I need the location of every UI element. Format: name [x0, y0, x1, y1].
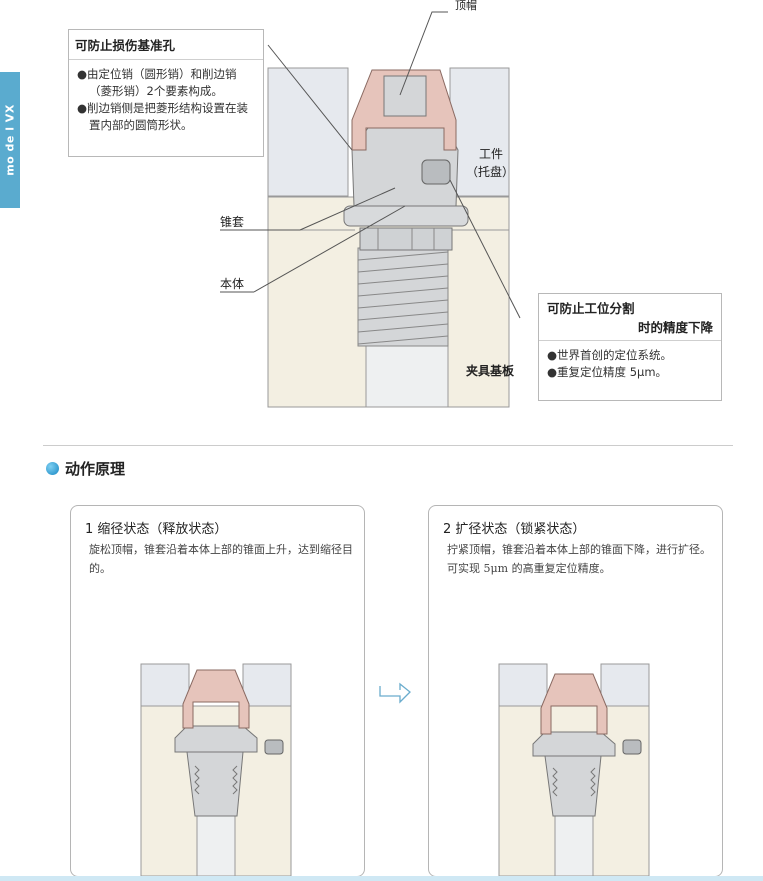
locked-state-diagram [498, 663, 650, 876]
side-pin [421, 159, 451, 185]
sidebar-tab: mo de l VX [0, 72, 20, 208]
callout-title-line1: 可防止工位分割 [547, 301, 635, 316]
label-body: 本体 [220, 277, 244, 291]
label-cap: 顶帽 [455, 0, 477, 12]
callout-title-line2: 时的精度下降 [637, 320, 713, 335]
section-divider [43, 445, 733, 446]
callout-prevent-accuracy-loss-body: ●世界首创的定位系统。 ●重复定位精度 5μm。 [539, 341, 721, 387]
section-heading-text: 动作原理 [65, 460, 126, 478]
panel-title: 1 缩径状态（释放状态） [85, 522, 228, 537]
callout-accuracy-bullet: ●重复定位精度 5μm。 [547, 365, 668, 379]
callout-prevent-accuracy-loss-title: 可防止工位分割 时的精度下降 [539, 294, 721, 341]
section-heading: 动作原理 [46, 458, 125, 479]
label-fixture-plate: 夹具基板 [466, 363, 515, 378]
label-workpiece-line2: （托盘） [466, 164, 514, 179]
panel-description: 旋松顶帽，锥套沿着本体上部的锥面上升，达到缩径目的。 [89, 543, 353, 575]
panel-description: 拧紧顶帽，锥套沿着本体上部的锥面下降，进行扩径。可实现 5μm 的高重复定位精度… [447, 543, 711, 575]
workpiece-left [267, 67, 349, 197]
callout-prevent-damage-bullet: ●由定位销（圆形销）和削边销（菱形销）2个要素构成。 [77, 67, 237, 98]
bottom-bar [0, 876, 763, 881]
panel-locked-state: 2 扩径状态（锁紧状态） 拧紧顶帽，锥套沿着本体上部的锥面下降，进行扩径。可实现… [428, 505, 723, 877]
body-thread [357, 247, 449, 347]
arrow-right-icon [379, 682, 411, 704]
released-state-diagram [140, 663, 292, 876]
callout-prevent-damage-body: ●由定位销（圆形销）和削边销（菱形销）2个要素构成。 ●削边销侧是把菱形结构设置… [69, 60, 263, 140]
hex-nut [343, 205, 469, 251]
label-cone-sleeve: 锥套 [220, 215, 244, 229]
panel-title: 2 扩径状态（锁紧状态） [443, 522, 586, 537]
label-workpiece-line1: 工件 [479, 147, 503, 161]
body-shaft-lower [365, 344, 449, 408]
bullet-dot-icon [46, 462, 59, 475]
callout-accuracy-bullet: ●世界首创的定位系统。 [547, 348, 673, 362]
panel-released-state: 1 缩径状态（释放状态） 旋松顶帽，锥套沿着本体上部的锥面上升，达到缩径目的。 [70, 505, 365, 877]
callout-prevent-accuracy-loss: 可防止工位分割 时的精度下降 ●世界首创的定位系统。 ●重复定位精度 5μm。 [538, 293, 722, 401]
callout-prevent-damage-title: 可防止损伤基准孔 [69, 30, 263, 60]
callout-prevent-damage-bullet: ●削边销侧是把菱形结构设置在装置内部的圆筒形状。 [77, 101, 249, 132]
cross-section-diagram: 顶帽 工件 （托盘） 锥套 本体 夹具基板 [220, 0, 521, 408]
callout-prevent-damage: 可防止损伤基准孔 ●由定位销（圆形销）和削边销（菱形销）2个要素构成。 ●削边销… [68, 29, 264, 157]
